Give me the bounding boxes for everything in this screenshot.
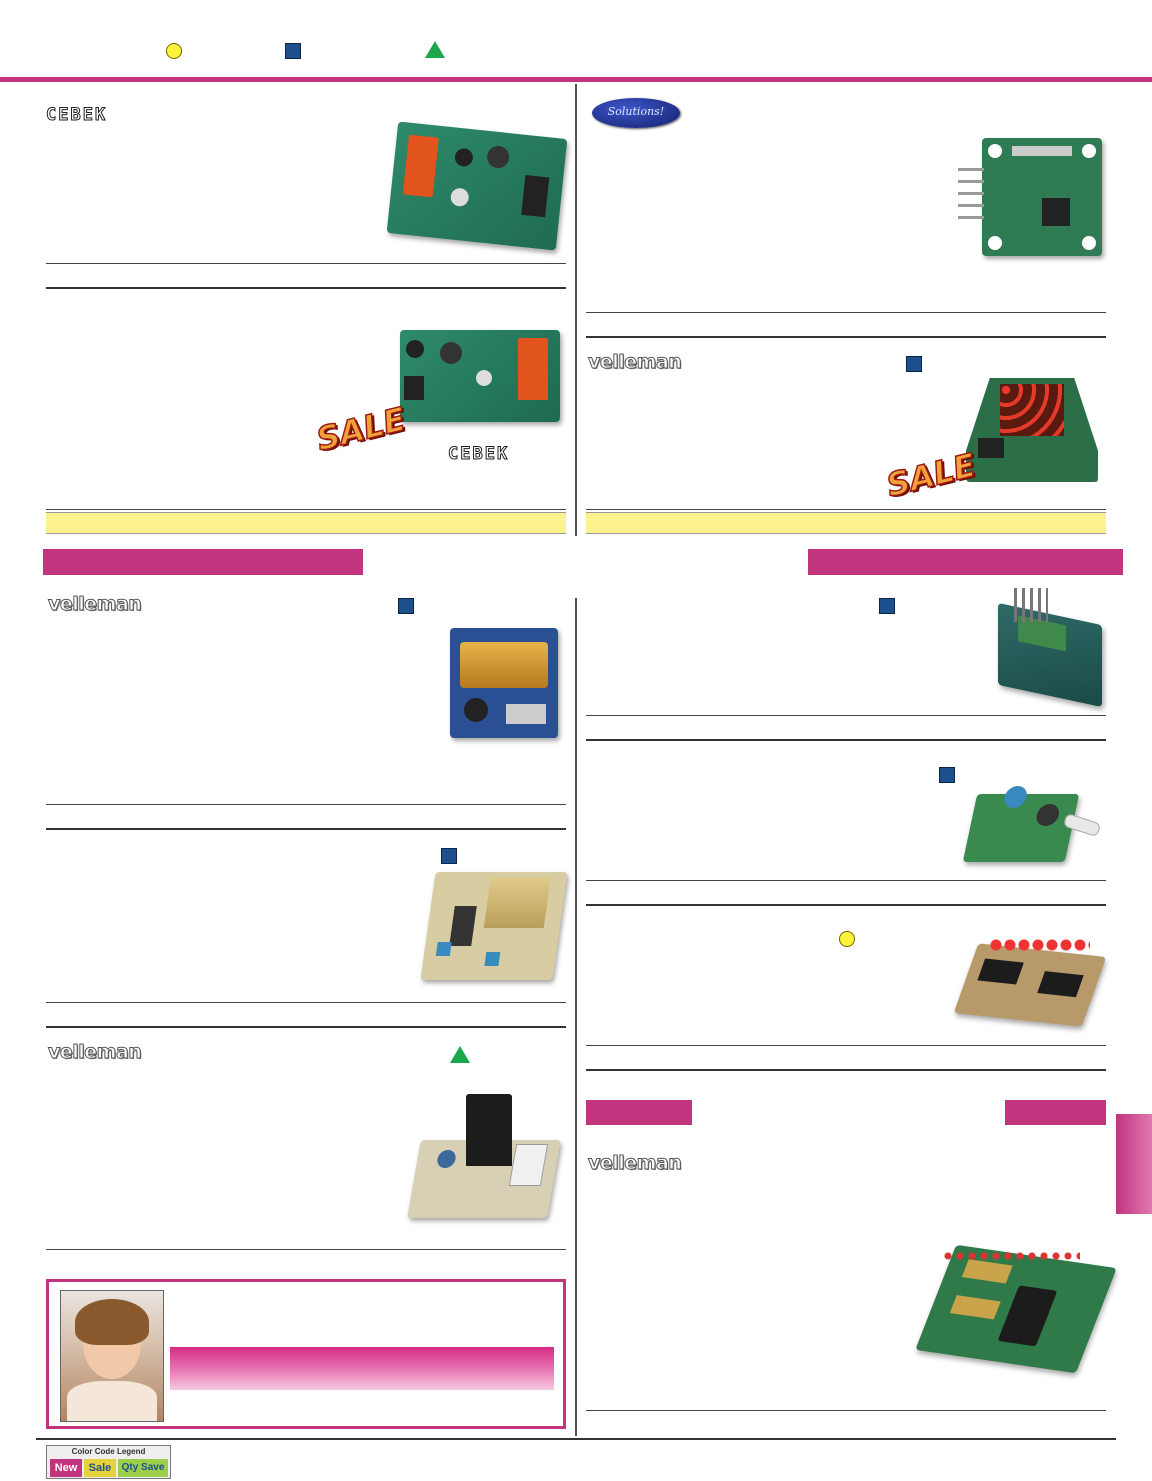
header-pins bbox=[958, 168, 984, 224]
blue-square-icon bbox=[906, 356, 922, 372]
solutions-logo: Solutions! bbox=[592, 98, 680, 128]
rule bbox=[586, 715, 1106, 716]
blue-square-icon bbox=[441, 848, 457, 864]
led-matrix-image bbox=[966, 378, 1098, 482]
led-row bbox=[990, 938, 1090, 952]
rule bbox=[586, 312, 1106, 313]
pin-header-row bbox=[944, 1248, 1080, 1264]
yellow-circle-icon bbox=[166, 43, 182, 59]
legend-sale: Sale bbox=[84, 1459, 116, 1477]
blue-square-icon bbox=[879, 598, 895, 614]
rule bbox=[46, 263, 566, 264]
rule bbox=[586, 1069, 1106, 1071]
legend-new: New bbox=[50, 1459, 82, 1477]
green-triangle-icon bbox=[450, 1046, 470, 1063]
rule bbox=[46, 804, 566, 805]
price-highlight-bar bbox=[46, 512, 566, 534]
color-code-legend: Color Code Legend New Sale Qty Save bbox=[46, 1445, 171, 1479]
blue-square-icon bbox=[398, 598, 414, 614]
support-gradient-banner bbox=[170, 1347, 554, 1390]
rule bbox=[586, 509, 1106, 510]
yellow-circle-icon bbox=[839, 931, 855, 947]
column-divider-bottom bbox=[575, 598, 577, 1436]
rule bbox=[586, 904, 1106, 906]
section-header-left bbox=[43, 549, 363, 575]
rule bbox=[46, 509, 566, 510]
heatsink bbox=[466, 1094, 512, 1166]
blue-square-icon bbox=[939, 767, 955, 783]
rule bbox=[46, 287, 566, 289]
relay-board-2-image bbox=[400, 330, 560, 422]
page-edge-tab bbox=[1116, 1114, 1152, 1214]
rule bbox=[586, 880, 1106, 881]
led-bargraph-board-image bbox=[953, 943, 1107, 1027]
rule bbox=[586, 1410, 1106, 1411]
velleman-logo: velleman bbox=[587, 1152, 682, 1175]
antenna-clips bbox=[1014, 588, 1048, 622]
rule bbox=[586, 739, 1106, 741]
velleman-logo: velleman bbox=[587, 351, 682, 374]
sale-badge: SALE bbox=[882, 445, 980, 505]
header-divider bbox=[0, 77, 1152, 82]
rule bbox=[46, 1002, 566, 1003]
dual-relay-board-image bbox=[915, 1244, 1117, 1374]
velleman-logo: velleman bbox=[47, 593, 142, 616]
footer-rule bbox=[36, 1438, 1116, 1440]
sensor-module-image bbox=[982, 138, 1102, 256]
cebek-logo: CEBEK bbox=[447, 444, 510, 465]
capacitor-board-image bbox=[450, 628, 558, 738]
subsection-header-right bbox=[1005, 1100, 1106, 1125]
legend-title: Color Code Legend bbox=[71, 1447, 146, 1456]
rule bbox=[46, 1249, 566, 1250]
velleman-logo: velleman bbox=[47, 1041, 142, 1064]
legend-qty-save: Qty Save bbox=[118, 1459, 168, 1477]
column-divider-top bbox=[575, 84, 577, 536]
relay-board-image bbox=[386, 121, 568, 251]
potentiometer-board-image bbox=[962, 786, 1080, 862]
support-agent-photo bbox=[60, 1290, 164, 1422]
subsection-header-left bbox=[586, 1100, 692, 1125]
green-triangle-icon bbox=[425, 41, 445, 58]
blue-square-icon bbox=[285, 43, 301, 59]
cebek-logo: CEBEK bbox=[45, 105, 108, 126]
rule bbox=[586, 1045, 1106, 1046]
price-highlight-bar bbox=[586, 512, 1106, 534]
rule bbox=[586, 336, 1106, 338]
sale-badge: SALE bbox=[312, 399, 410, 459]
support-box bbox=[46, 1279, 566, 1429]
rule bbox=[46, 828, 566, 830]
transformer-board-image bbox=[420, 872, 568, 980]
rule bbox=[46, 1026, 566, 1028]
section-header-right bbox=[808, 549, 1123, 575]
